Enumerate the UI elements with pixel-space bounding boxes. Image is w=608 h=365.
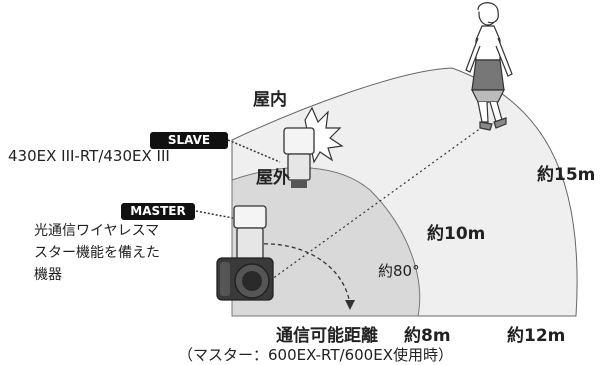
angle-arrow (345, 300, 355, 310)
distance-15m-label: 約15m (537, 165, 596, 185)
angle-label: 約80° (378, 262, 420, 280)
master-camera-icon (216, 205, 274, 301)
distance-12m-label: 約12m (507, 326, 566, 346)
angle-arc (249, 243, 351, 306)
indoor-label: 屋内 (253, 90, 287, 110)
master-desc-line3: 機器 (34, 267, 62, 283)
slave-leader (227, 139, 281, 163)
inner-range-zone (231, 167, 421, 317)
outdoor-label: 屋外 (256, 168, 290, 188)
direction-line (249, 124, 486, 296)
slave-flash-icon (283, 106, 344, 188)
distance-10m-label: 約10m (427, 224, 486, 244)
range-title: 通信可能距離 (276, 326, 378, 346)
master-desc-line1: 光通信ワイヤレスマ (34, 223, 160, 239)
subject-person-icon (465, 2, 513, 131)
caption: （マスター：600EX-RT/600EX使用時） (178, 346, 453, 364)
master-desc-line2: スター機能を備えた (34, 245, 160, 261)
slave-badge: SLAVE (150, 132, 228, 149)
master-badge: MASTER (121, 203, 195, 220)
master-leader (195, 210, 234, 219)
slave-model-label: 430EX III-RT/430EX III (8, 147, 170, 165)
distance-8m-label: 約8m (404, 326, 451, 346)
